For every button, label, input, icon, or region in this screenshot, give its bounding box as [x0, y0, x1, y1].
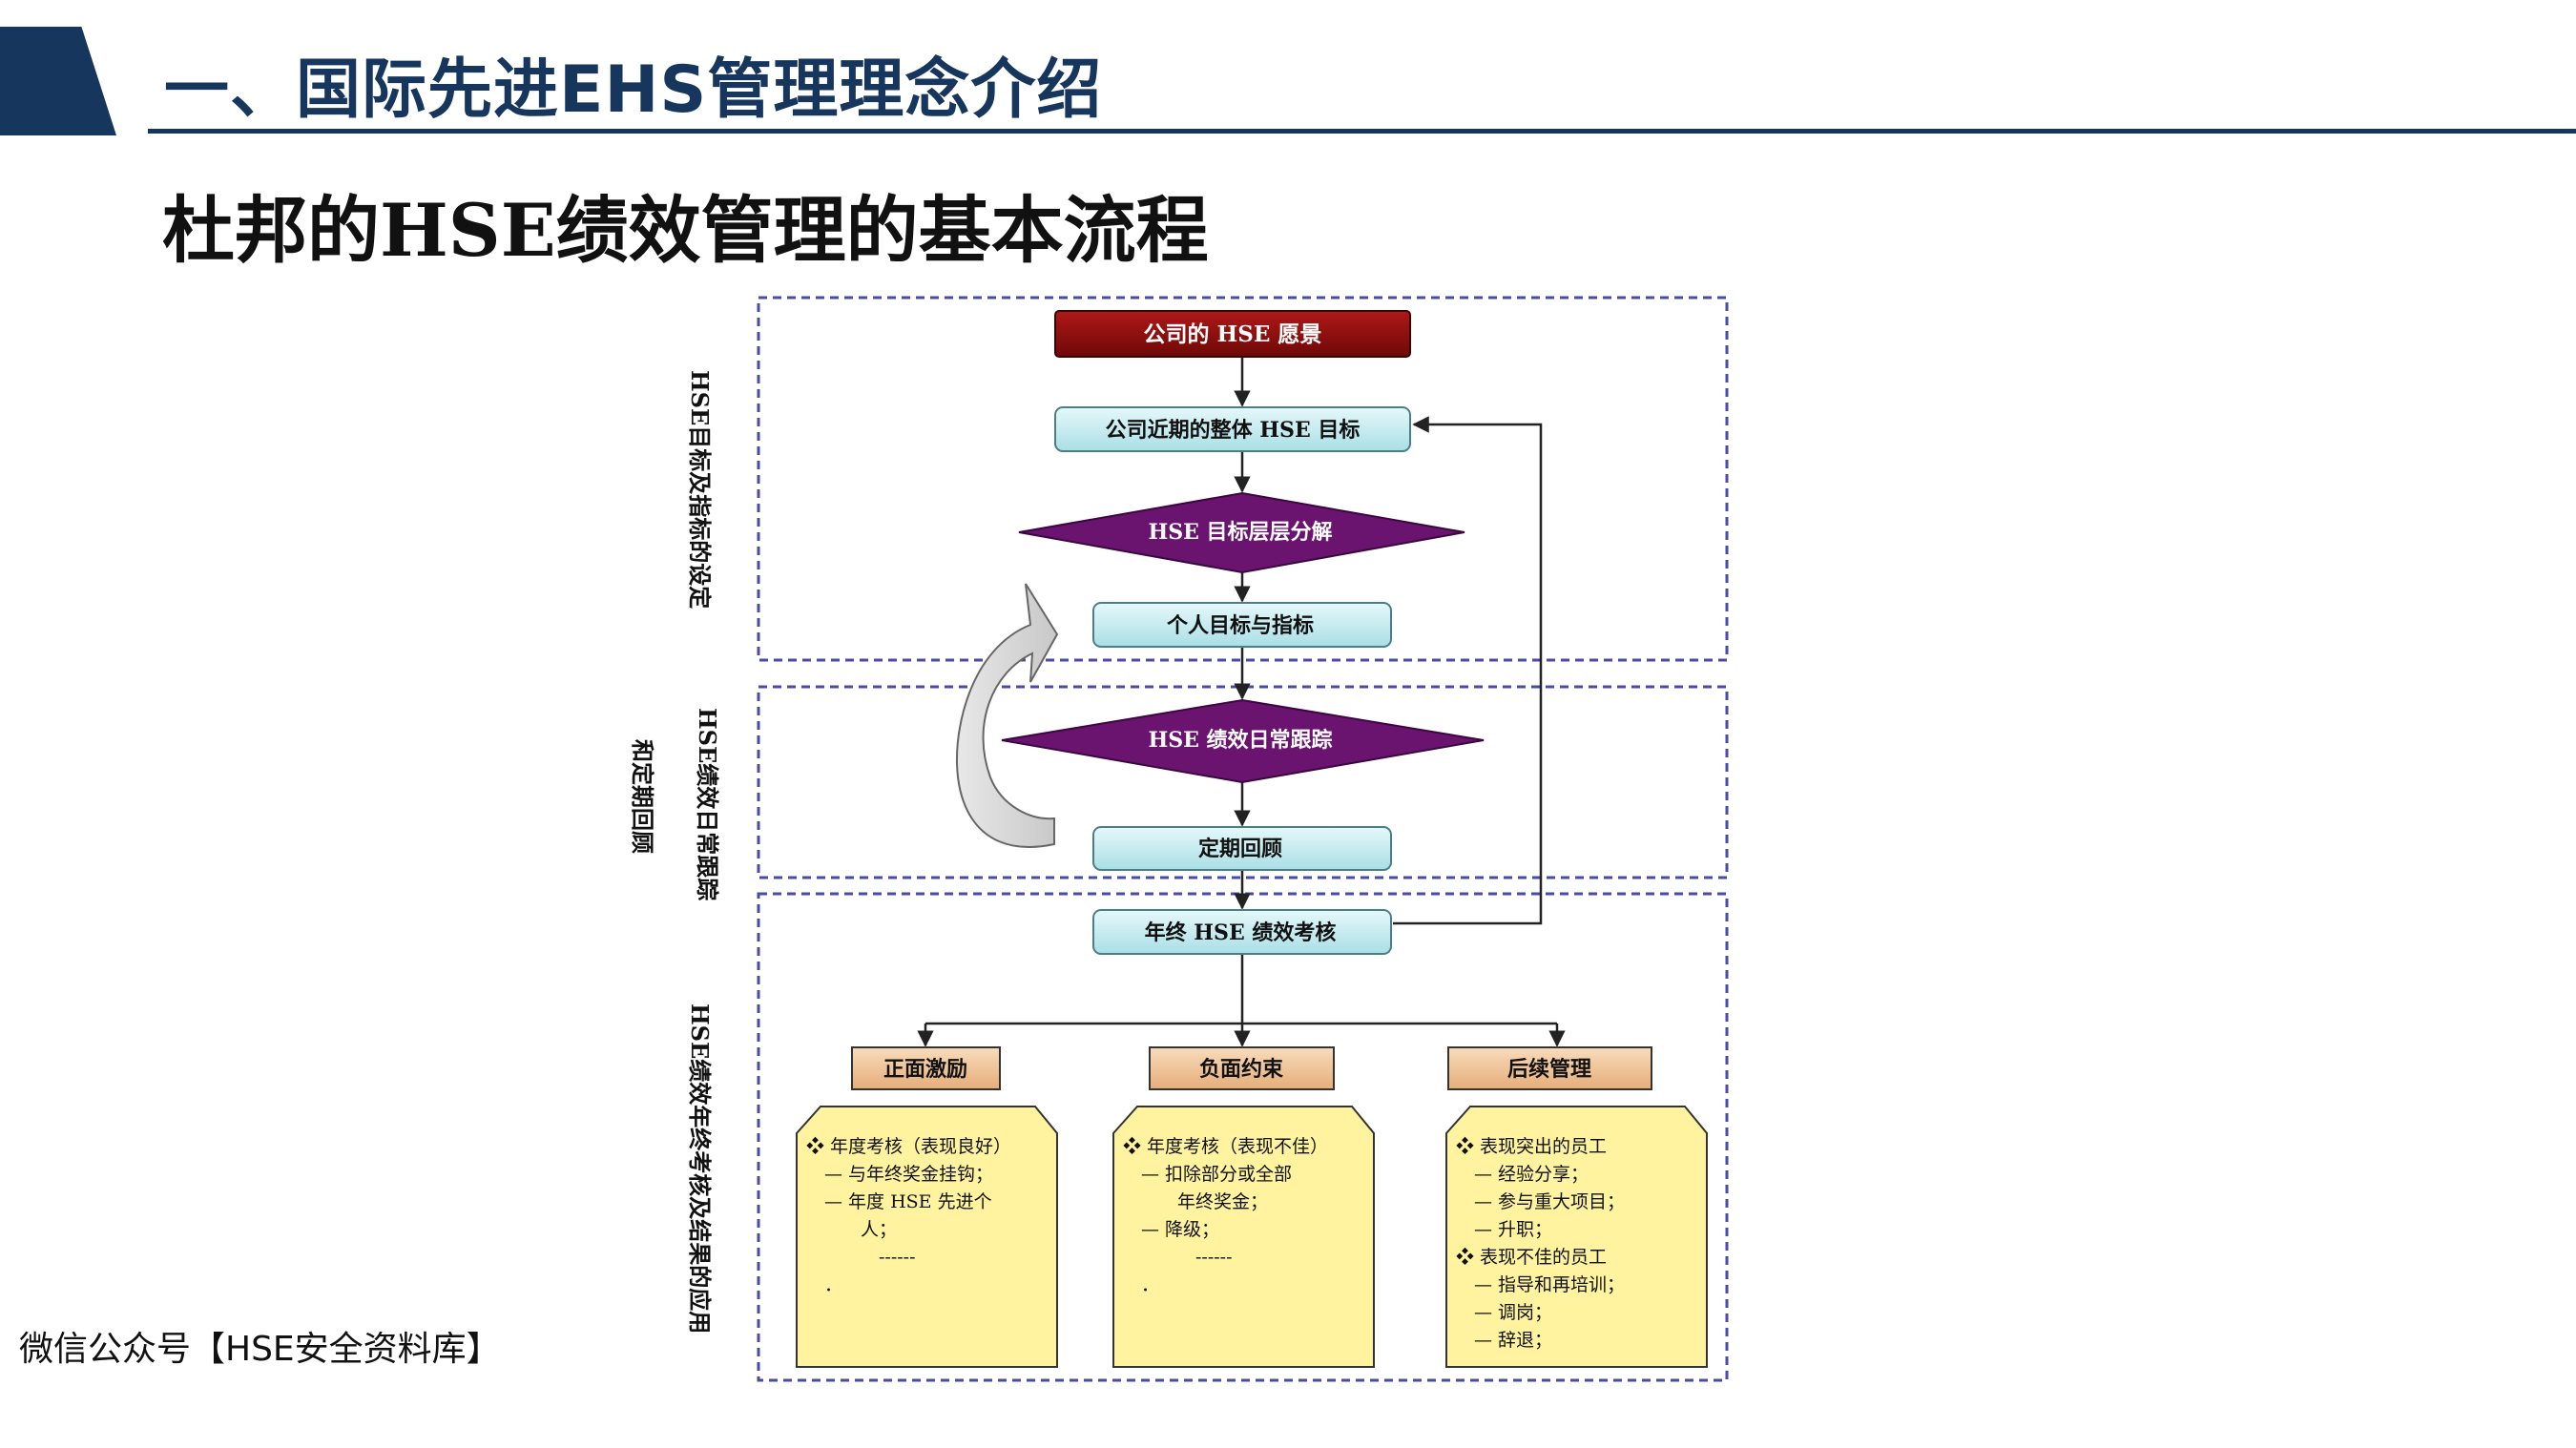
note-line: ❖ 年度考核（表现不佳）: [1123, 1136, 1328, 1157]
followup-note-text: ❖ 表现突出的员工 — 经验分享； — 参与重大项目； — 升职； ❖ 表现不佳的…: [1456, 1136, 1625, 1351]
appraisal-section-label: HSE绩效年终考核及结果的应用: [686, 1003, 714, 1334]
note-line: — 指导和再培训；: [1456, 1274, 1625, 1295]
note-line: ❖ 年度考核（表现良好）: [806, 1136, 1011, 1157]
daily-track-diamond-label: HSE 绩效日常跟踪: [1148, 728, 1332, 753]
negative-note-box: [1112, 1106, 1375, 1368]
tracking-section-label: HSE绩效日常跟踪: [694, 708, 721, 900]
footer-watermark-text: 微信公众号【HSE安全资料库】: [19, 1330, 501, 1369]
vision-node-label: 公司的 HSE 愿景: [1144, 321, 1322, 347]
note-line: — 年度 HSE 先进个: [806, 1191, 992, 1212]
daily-track-diamond: [1001, 698, 1485, 784]
positive-note-box: [796, 1106, 1058, 1368]
positive-node: [851, 1046, 1001, 1090]
followup-node-label: 后续管理: [1507, 1057, 1591, 1082]
note-line: 年终奖金；: [1123, 1191, 1268, 1212]
page-title: 一、国际先进EHS管理理念介绍: [164, 52, 1103, 128]
negative-note-text: ❖ 年度考核（表现不佳） — 扣除部分或全部 年终奖金； — 降级； -----…: [1123, 1136, 1328, 1295]
negative-node: [1149, 1046, 1335, 1090]
note-line: — 辞退；: [1456, 1330, 1552, 1351]
note-line: ------: [806, 1247, 916, 1268]
annual-node: [1092, 909, 1392, 955]
slide-subtitle: 杜邦的HSE绩效管理的基本流程: [162, 188, 1209, 273]
note-line: ．: [806, 1274, 842, 1295]
overall-goal-node: [1054, 406, 1411, 452]
loop-back-arrow-icon: [955, 583, 1059, 848]
overall-goal-node-label: 公司近期的整体 HSE 目标: [1106, 418, 1361, 443]
note-line: ❖ 表现突出的员工: [1456, 1136, 1607, 1157]
note-line: ．: [1123, 1274, 1159, 1295]
tracking-section-label-extra: 和定期回顾: [629, 739, 656, 854]
followup-node: [1447, 1046, 1652, 1090]
appraisal-section-frame: [757, 892, 1729, 1382]
note-line: — 降级；: [1123, 1219, 1219, 1240]
goals-section-frame: [757, 296, 1729, 662]
positive-node-label: 正面激励: [883, 1057, 967, 1082]
goals-section-label: HSE目标及指标的设定: [686, 370, 714, 609]
negative-node-label: 负面约束: [1199, 1057, 1284, 1082]
tracking-section-frame: [757, 685, 1729, 879]
review-node: [1092, 826, 1392, 871]
note-line: — 经验分享；: [1456, 1164, 1589, 1185]
personal-goal-node: [1092, 602, 1392, 648]
note-line: — 升职；: [1456, 1219, 1552, 1240]
note-line: ❖ 表现不佳的员工: [1456, 1247, 1607, 1268]
feedback-connector: [1393, 416, 1543, 925]
header-divider: [148, 129, 2576, 134]
followup-note-box: [1445, 1106, 1708, 1368]
note-line: ------: [1123, 1247, 1233, 1268]
decompose-diamond: [1018, 491, 1465, 574]
note-line: — 参与重大项目；: [1456, 1191, 1625, 1212]
vision-node: [1054, 310, 1411, 358]
annual-node-label: 年终 HSE 绩效考核: [1145, 921, 1337, 945]
note-line: — 调岗；: [1456, 1302, 1552, 1323]
decompose-diamond-label: HSE 目标层层分解: [1148, 520, 1332, 545]
positive-note-text: ❖ 年度考核（表现良好） — 与年终奖金挂钩； — 年度 HSE 先进个 人； …: [806, 1136, 1011, 1295]
note-line: — 扣除部分或全部: [1123, 1164, 1292, 1185]
review-node-label: 定期回顾: [1198, 837, 1282, 861]
note-line: 人；: [806, 1219, 897, 1240]
note-line: — 与年终奖金挂钩；: [806, 1164, 993, 1185]
personal-goal-node-label: 个人目标与指标: [1167, 613, 1314, 638]
